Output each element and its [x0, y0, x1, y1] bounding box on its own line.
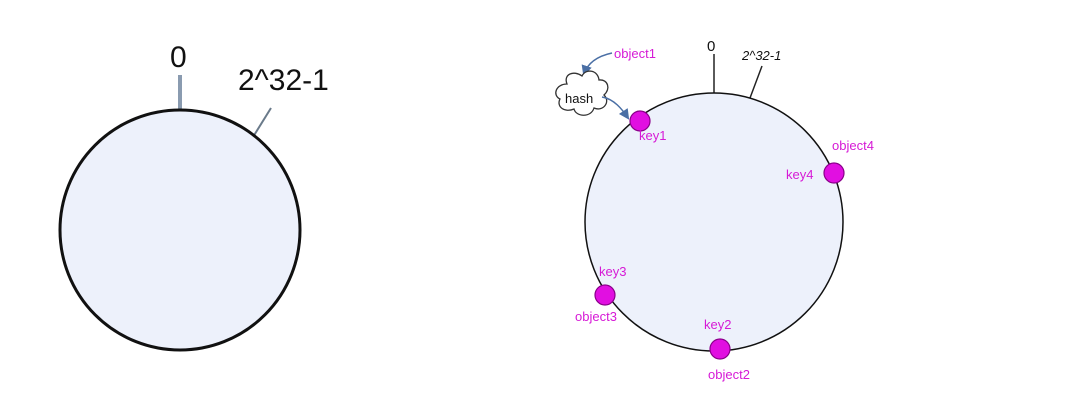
object3-label: object3 — [575, 309, 617, 324]
hash-to-key1-arrow — [601, 96, 630, 120]
incoming-object-label: object1 — [614, 46, 656, 61]
hash-label: hash — [565, 91, 593, 106]
key1-node — [629, 110, 651, 132]
left-ring-circle — [58, 108, 302, 352]
object2-label: object2 — [708, 367, 750, 382]
key2-node — [709, 338, 731, 360]
key3-node — [594, 284, 616, 306]
hash-cloud-icon — [555, 70, 609, 116]
key3-label: key3 — [599, 264, 626, 279]
key1-label: key1 — [639, 128, 666, 143]
key4-label: key4 — [786, 167, 813, 182]
right-max-tick — [749, 65, 763, 99]
left-hash-ring: 0 2^32-1 — [58, 41, 329, 352]
right-max-label: 2^32-1 — [741, 48, 781, 63]
object4-label: object4 — [832, 138, 874, 153]
key2-label: key2 — [704, 317, 731, 332]
right-ring-circle — [584, 92, 844, 352]
object-to-hash-arrow — [581, 52, 613, 76]
left-max-label: 2^32-1 — [238, 64, 329, 97]
left-max-tick — [252, 107, 272, 138]
left-zero-label: 0 — [170, 41, 187, 74]
right-hash-ring: 0 2^32-1 object1 hash key1 object4 key4 … — [555, 38, 874, 382]
right-zero-label: 0 — [707, 38, 715, 55]
key4-node — [823, 162, 845, 184]
